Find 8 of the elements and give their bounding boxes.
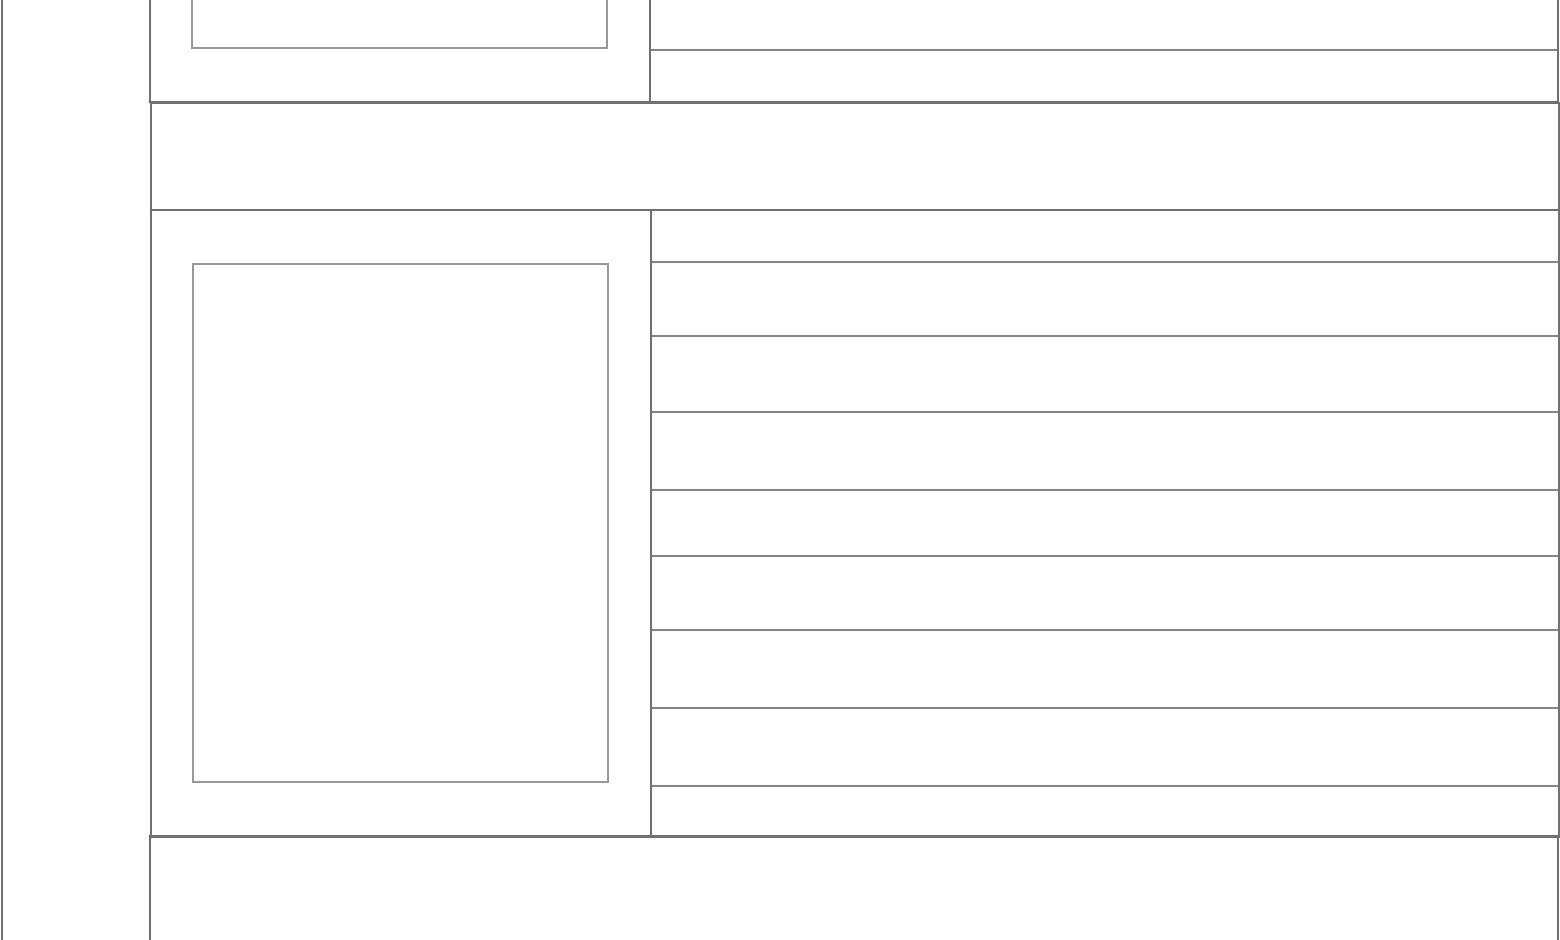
wide-panel bbox=[149, 834, 1559, 940]
wide-panel bbox=[150, 102, 1560, 211]
panel bbox=[649, 0, 1559, 103]
panel bbox=[149, 0, 651, 103]
image-placeholder bbox=[192, 263, 609, 783]
image-placeholder bbox=[191, 0, 608, 49]
panel bbox=[150, 208, 652, 838]
panel bbox=[650, 208, 1560, 838]
